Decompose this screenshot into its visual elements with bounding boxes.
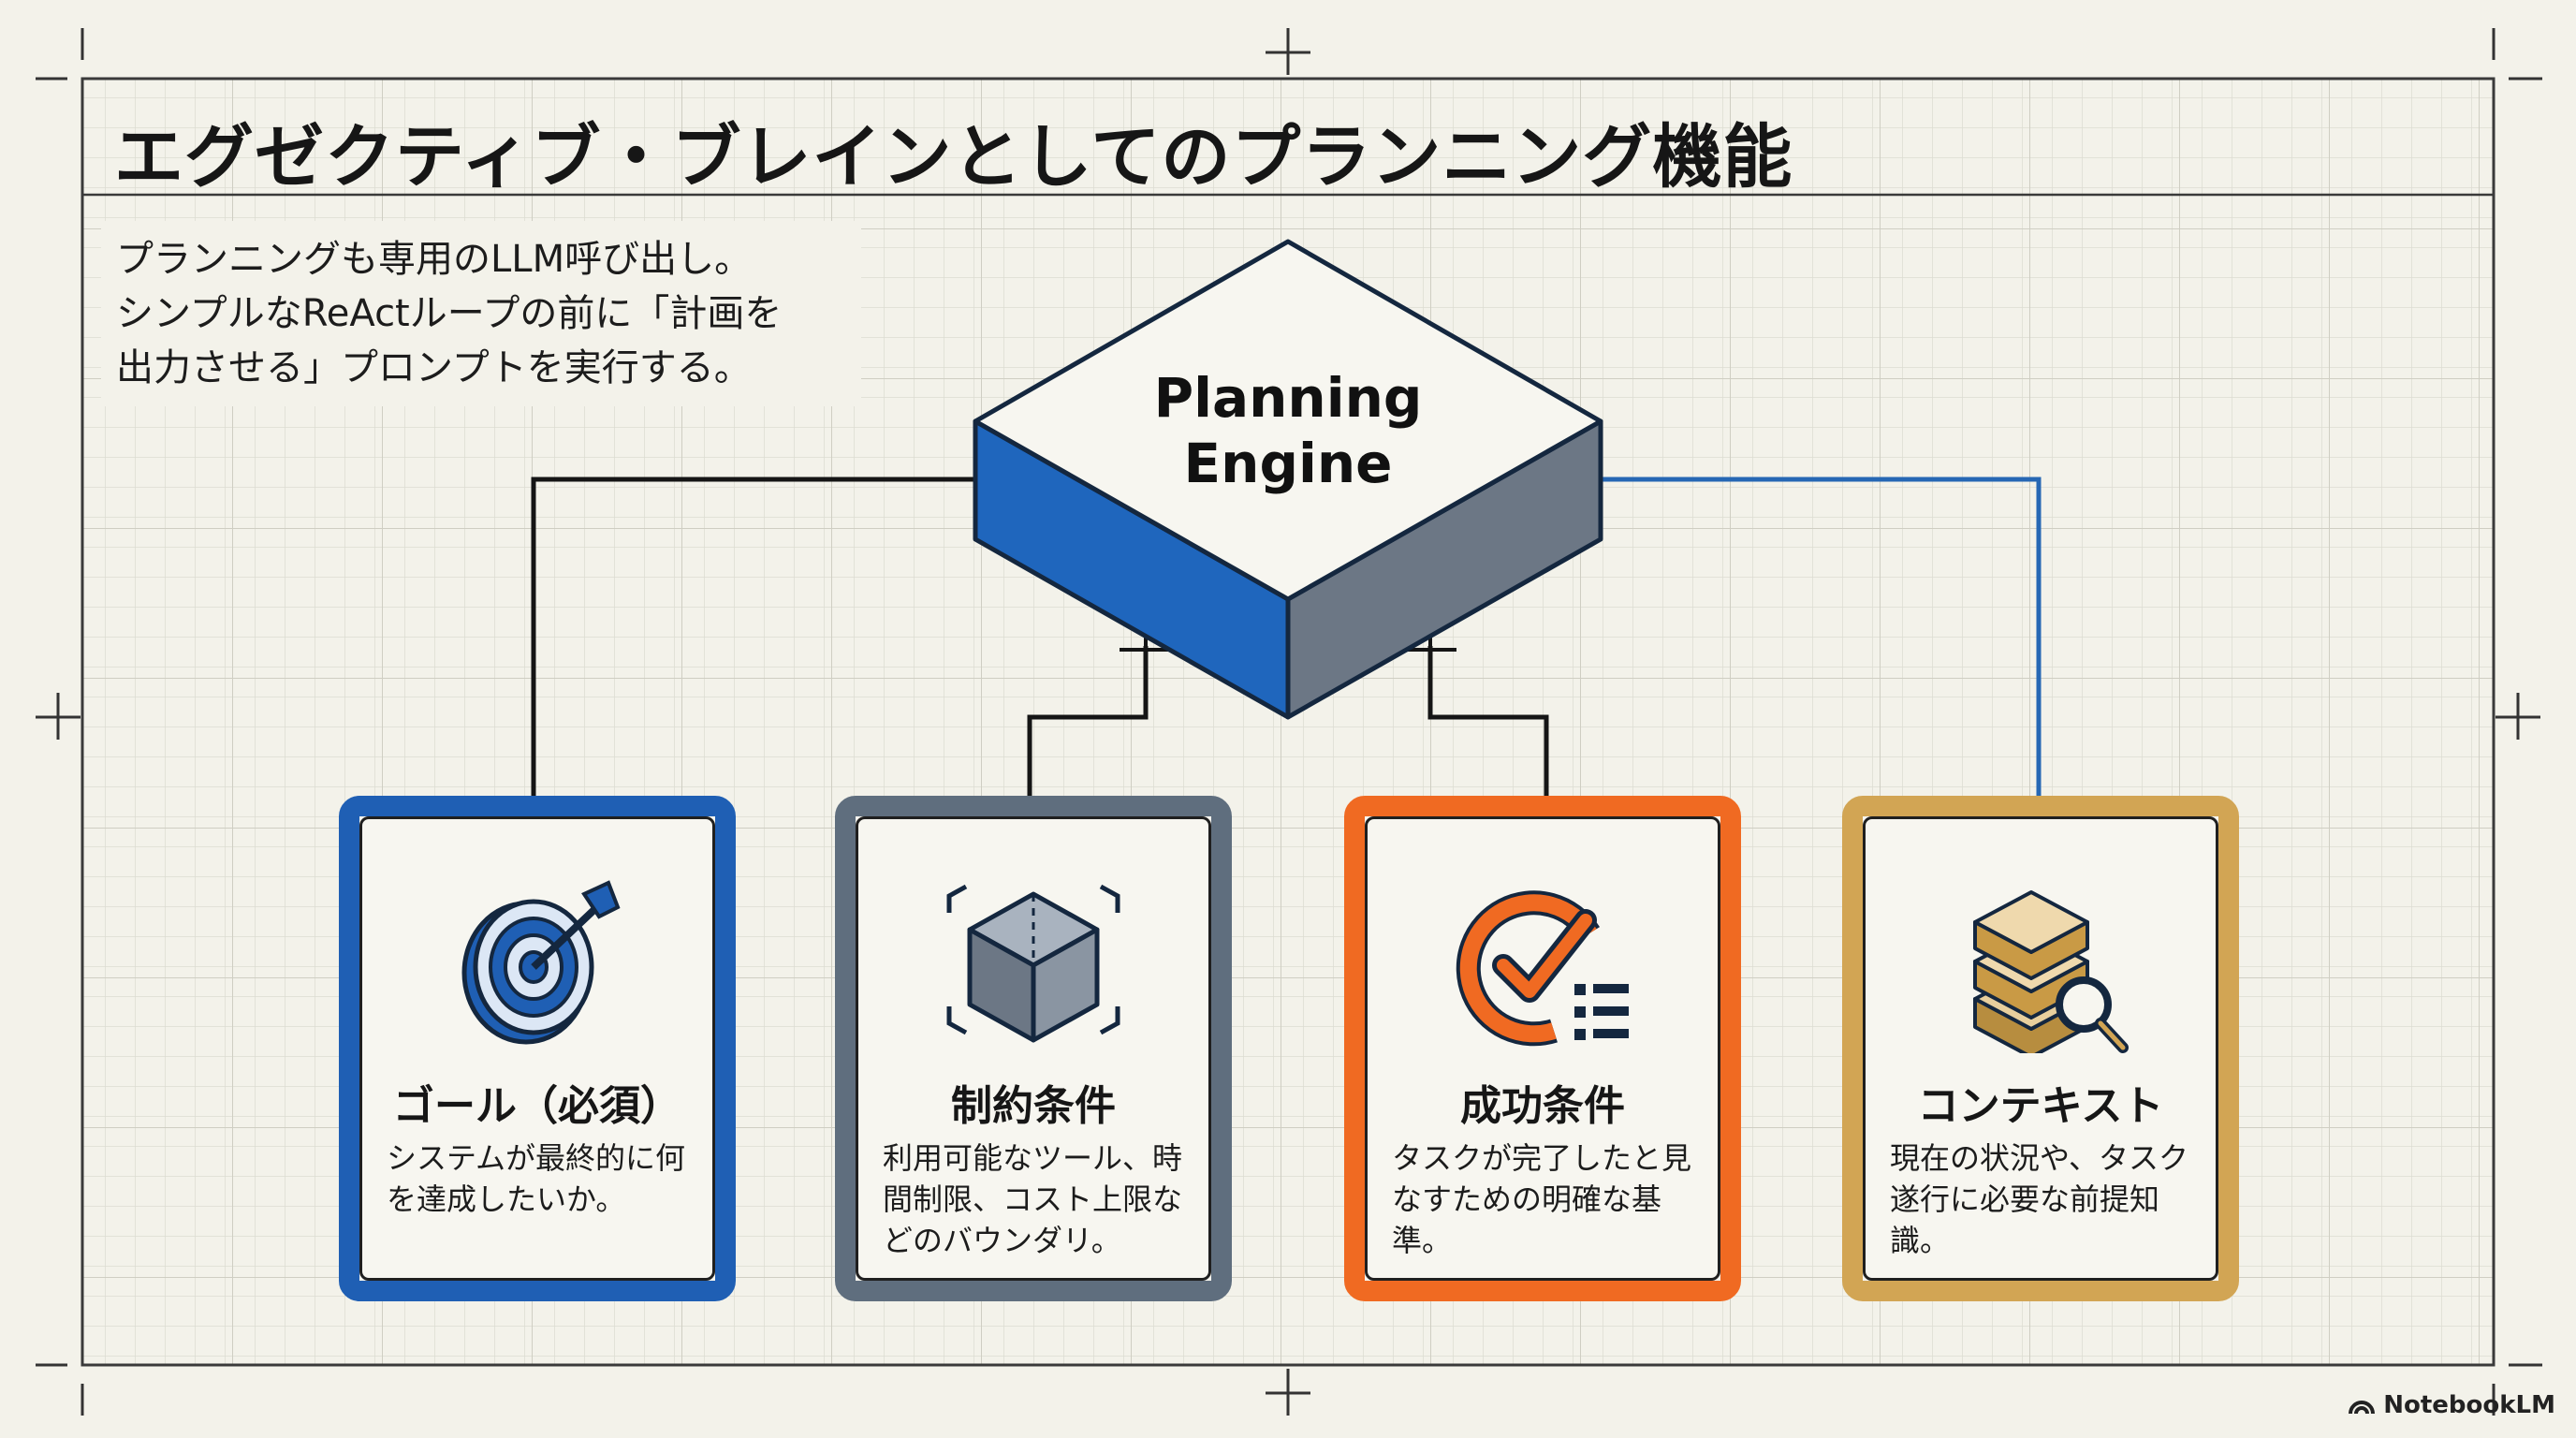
card-panel: 成功条件 タスクが完了したと見 なすための明確な基 準。 bbox=[1365, 816, 1720, 1281]
page-title: エグゼクティブ・ブレインとしてのプランニング機能 bbox=[114, 117, 1793, 198]
engine-label-line: Planning bbox=[1153, 366, 1423, 430]
connector-success bbox=[1427, 646, 1549, 824]
card-description-line: 遂行に必要な前提知 bbox=[1890, 1181, 2160, 1217]
target-icon bbox=[362, 875, 712, 1053]
connector-context bbox=[1601, 477, 2042, 824]
engine-label-line: Engine bbox=[1183, 432, 1393, 495]
intro-line: シンプルなReActループの前に「計画を bbox=[116, 292, 783, 335]
card-description-line: 現在の状況や、タスク bbox=[1890, 1140, 2189, 1176]
card-title: 成功条件 bbox=[1460, 1082, 1625, 1130]
intro-line: 出力させる」プロンプトを実行する。 bbox=[116, 346, 752, 389]
card-panel: コンテキスト 現在の状況や、タスク 遂行に必要な前提知 識。 bbox=[1863, 816, 2218, 1281]
registration-marks bbox=[36, 28, 2542, 1416]
database-search-icon bbox=[1866, 875, 2216, 1053]
card-title: 制約条件 bbox=[951, 1082, 1116, 1130]
intro-text: プランニングも専用のLLM呼び出し。 シンプルなReActループの前に「計画を … bbox=[101, 221, 861, 406]
card-panel: 制約条件 利用可能なツール、時 間制限、コスト上限な どのバウンダリ。 bbox=[856, 816, 1211, 1281]
intro-line: プランニングも専用のLLM呼び出し。 bbox=[116, 238, 753, 281]
card-description: タスクが完了したと見 なすための明確な基 準。 bbox=[1392, 1137, 1699, 1261]
card-description-line: システムが最終的に何 bbox=[387, 1140, 686, 1176]
card-title: コンテキスト bbox=[1917, 1082, 2164, 1130]
card-description-line: タスクが完了したと見 bbox=[1392, 1140, 1692, 1176]
card-description-line: なすための明確な基 bbox=[1392, 1181, 1662, 1217]
planning-engine-label: Planning Engine bbox=[1101, 365, 1475, 496]
card-description-line: 識。 bbox=[1890, 1223, 1951, 1258]
card-description: 現在の状況や、タスク 遂行に必要な前提知 識。 bbox=[1890, 1137, 2197, 1261]
card-description-line: を達成したいか。 bbox=[387, 1181, 626, 1217]
card-description-line: 利用可能なツール、時 bbox=[883, 1140, 1183, 1176]
card-constraints: 制約条件 利用可能なツール、時 間制限、コスト上限な どのバウンダリ。 bbox=[835, 796, 1232, 1301]
brand-label: NotebookLM bbox=[2383, 1391, 2555, 1419]
brand-watermark: NotebookLM bbox=[2348, 1391, 2555, 1419]
card-goal: ゴール（必須） システムが最終的に何 を達成したいか。 bbox=[339, 796, 736, 1301]
connector-constraint bbox=[1027, 646, 1149, 824]
checklist-icon bbox=[1368, 875, 1718, 1053]
card-panel: ゴール（必須） システムが最終的に何 を達成したいか。 bbox=[359, 816, 715, 1281]
card-description-line: 間制限、コスト上限な bbox=[883, 1181, 1183, 1217]
notebooklm-icon bbox=[2349, 1401, 2376, 1415]
connector-goal bbox=[531, 477, 975, 824]
card-description: システムが最終的に何 を達成したいか。 bbox=[387, 1137, 694, 1220]
card-description-line: どのバウンダリ。 bbox=[883, 1223, 1121, 1258]
cube-bounds-icon bbox=[858, 875, 1208, 1053]
card-success-criteria: 成功条件 タスクが完了したと見 なすための明確な基 準。 bbox=[1344, 796, 1741, 1301]
card-title: ゴール（必須） bbox=[393, 1082, 681, 1130]
card-context: コンテキスト 現在の状況や、タスク 遂行に必要な前提知 識。 bbox=[1842, 796, 2239, 1301]
card-description-line: 準。 bbox=[1392, 1223, 1453, 1258]
card-description: 利用可能なツール、時 間制限、コスト上限な どのバウンダリ。 bbox=[883, 1137, 1190, 1261]
